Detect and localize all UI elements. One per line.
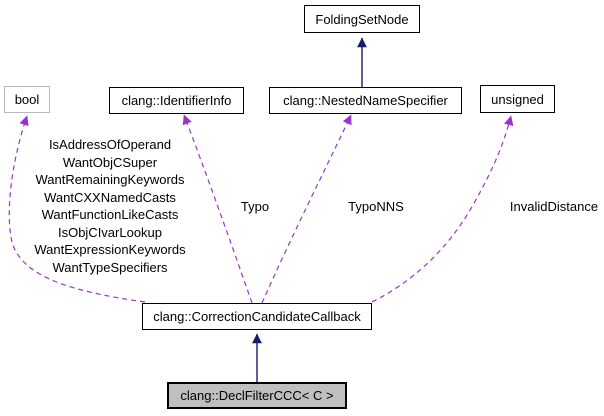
node-foldingsetnode[interactable]: FoldingSetNode (304, 5, 420, 33)
member-label: WantRemainingKeywords (35, 172, 185, 187)
node-bool: bool (4, 86, 50, 113)
node-unsigned: unsigned (480, 85, 555, 113)
member-label: WantTypeSpecifiers (52, 259, 168, 275)
member-label: WantCXXNamedCasts (44, 189, 176, 205)
node-nestednamespecifier[interactable]: clang::NestedNameSpecifier (269, 87, 462, 114)
member-label: IsAddressOfOperand (48, 137, 172, 152)
edge-usage-ccc-to-nns (261, 114, 352, 304)
edge-label-invaliddistance: InvalidDistance (509, 199, 599, 214)
edge-label-typo: Typo (240, 199, 270, 214)
member-label: WantExpressionKeywords (34, 242, 186, 257)
member-label: WantFunctionLikeCasts (41, 207, 179, 222)
edge-usage-ccc-to-unsigned (371, 115, 514, 303)
edge-usage-ccc-to-identifierinfo (182, 114, 253, 304)
node-identifierinfo[interactable]: clang::IdentifierInfo (109, 87, 244, 114)
node-correctioncandidatecallback[interactable]: clang::CorrectionCandidateCallback (142, 303, 372, 330)
edge-usage-ccc-to-bool (8, 115, 146, 303)
member-label: WantObjCSuper (62, 154, 158, 170)
edge-label-typonns: TypoNNS (348, 199, 404, 214)
node-declfilterccc: clang::DeclFilterCCC< C > (167, 382, 347, 409)
edge-label-bool-members: IsAddressOfOperand WantObjCSuper WantRem… (22, 136, 198, 276)
member-label: IsObjCIvarLookup (57, 224, 163, 240)
